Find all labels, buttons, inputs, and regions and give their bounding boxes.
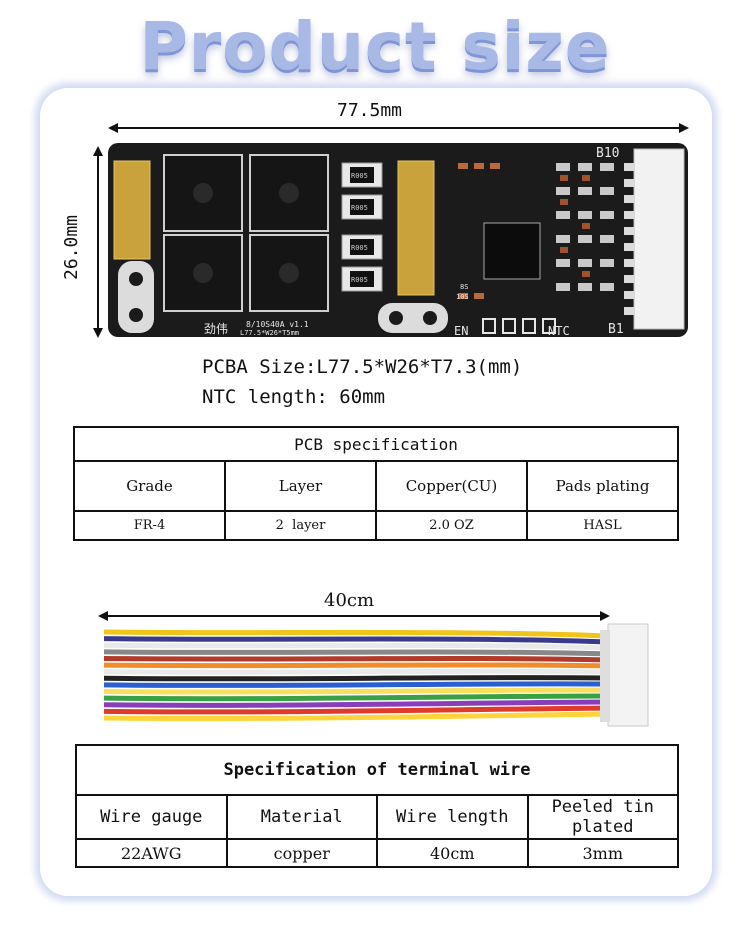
wire-strand [103, 636, 609, 645]
silk-option-10s: 10S [456, 293, 469, 301]
wire-length-label: 40cm [324, 590, 375, 611]
wire-strand [103, 705, 609, 715]
wire-strand [103, 681, 609, 688]
wire-strand [103, 693, 609, 702]
resistor-marking: R005 [351, 244, 368, 252]
wire-strand [103, 662, 609, 669]
wire-spec-table: Specification of terminal wire Wire gaug… [75, 744, 679, 868]
table-cell: HASL [526, 510, 679, 541]
table-header-cell: Pads plating [526, 460, 679, 512]
pcb-board-image: R005 R005 R005 R005 [108, 143, 688, 337]
silk-model: 8/10S40A v1.1 [246, 320, 309, 329]
table-cell: FR-4 [73, 510, 226, 541]
silk-b1: B1 [608, 322, 624, 337]
wire-strand [103, 699, 609, 708]
resistor-marking: R005 [351, 172, 368, 180]
wire-strand [103, 687, 609, 695]
pcb-height-arrow [93, 146, 103, 338]
wire-strand [103, 649, 609, 657]
silk-size: L77.5*W26*T5mm [240, 329, 299, 337]
ntc-length-text: NTC length: 60mm [202, 386, 386, 408]
pcb-spec-title: PCB specification [73, 426, 679, 462]
table-cell: 3mm [526, 838, 679, 868]
wire-strand [103, 675, 609, 682]
table-header-cell: Peeled tin plated [526, 794, 679, 840]
silk-brand: 劲伟 [204, 322, 228, 336]
table-cell: 22AWG [75, 838, 228, 868]
table-cell: copper [225, 838, 378, 868]
wire-harness-image [103, 623, 649, 727]
silk-ntc: NTC [548, 324, 570, 337]
pcb-spec-table: PCB specification Grade Layer Copper(CU)… [73, 426, 679, 541]
resistor-marking: R005 [351, 276, 368, 284]
table-header-cell: Wire gauge [75, 794, 228, 840]
table-header-cell: Wire length [376, 794, 529, 840]
wire-strand [103, 668, 609, 675]
pcba-size-text: PCBA Size:L77.5*W26*T7.3(mm) [202, 356, 523, 378]
page-title: Product size [139, 8, 611, 85]
wire-strand [103, 642, 609, 651]
table-header-cell: Copper(CU) [375, 460, 528, 512]
table-header-cell: Grade [73, 460, 226, 512]
resistor-marking: R005 [351, 204, 368, 212]
wire-strand [103, 655, 609, 663]
wire-strand [103, 629, 609, 639]
silk-option-8s: 8S [460, 283, 468, 291]
wire-spec-title: Specification of terminal wire [75, 744, 679, 796]
pcb-width-label: 77.5mm [337, 100, 403, 121]
wire-length-arrow [98, 611, 610, 621]
table-header-cell: Layer [224, 460, 377, 512]
table-cell: 2 layer [224, 510, 377, 541]
table-header-cell: Material [225, 794, 378, 840]
pcb-height-label: 26.0mm [61, 214, 82, 280]
silk-en: EN [454, 324, 468, 337]
wire-strand [103, 711, 609, 722]
table-cell: 40cm [376, 838, 529, 868]
pcb-width-arrow [108, 123, 689, 133]
silk-b10: B10 [596, 146, 619, 161]
table-cell: 2.0 OZ [375, 510, 528, 541]
